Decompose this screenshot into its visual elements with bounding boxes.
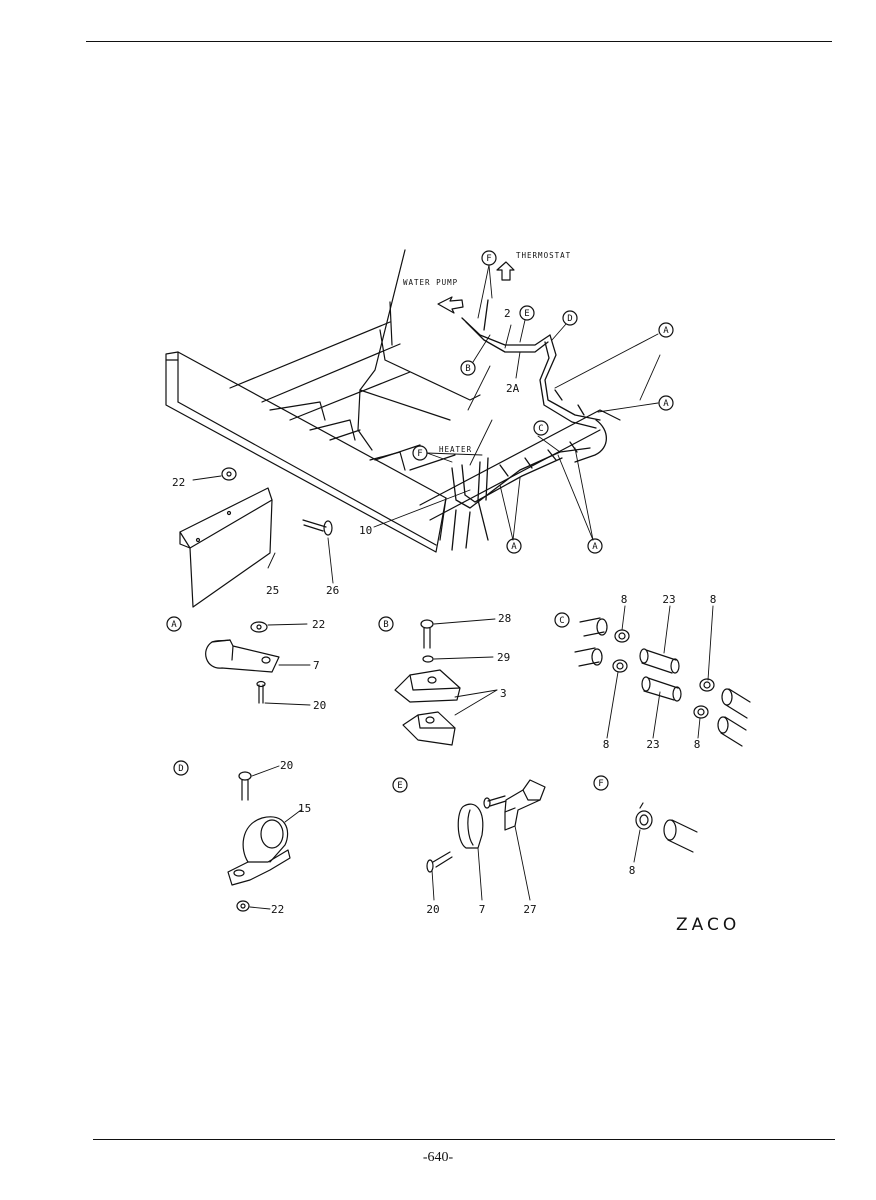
marker-a-detail: A xyxy=(171,620,177,630)
direction-arrows xyxy=(437,261,515,314)
marker-c-main: C xyxy=(538,424,543,434)
detail-a xyxy=(166,616,311,706)
marker-d-main: D xyxy=(567,314,572,324)
header-rule xyxy=(86,41,832,42)
marker-b-detail: B xyxy=(383,620,388,630)
marker-f-main-2: F xyxy=(417,449,422,459)
marker-b-main: B xyxy=(465,364,470,374)
marker-c-detail: C xyxy=(559,616,564,626)
callout-c-23-t: 23 xyxy=(662,593,675,606)
detail-e xyxy=(392,777,546,901)
marker-d-detail: D xyxy=(178,764,183,774)
callout-f-8: 8 xyxy=(629,864,636,877)
callout-e-27: 27 xyxy=(523,903,536,916)
detail-b xyxy=(378,616,498,746)
callout-d-22: 22 xyxy=(271,903,284,916)
callout-c-8-br: 8 xyxy=(694,738,701,751)
detail-d xyxy=(173,760,302,912)
marker-f-detail: F xyxy=(598,779,603,789)
callout-b-28: 28 xyxy=(498,612,511,625)
marker-e-detail: E xyxy=(397,781,402,791)
marker-a-main-2: A xyxy=(663,399,669,409)
detail-f xyxy=(593,775,698,863)
callout-e-7: 7 xyxy=(479,903,486,916)
mud-flap-assembly xyxy=(179,467,334,608)
heater-caption: HEATER xyxy=(439,445,472,454)
callout-22-top: 22 xyxy=(172,476,185,489)
callout-2: 2 xyxy=(504,307,511,320)
coolant-hoses xyxy=(451,299,608,551)
frame-and-body xyxy=(165,249,621,553)
callout-a-7: 7 xyxy=(313,659,320,672)
callout-c-8-tl: 8 xyxy=(621,593,628,606)
marker-a-main-4: A xyxy=(592,542,598,552)
callout-10: 10 xyxy=(359,524,372,537)
callout-25: 25 xyxy=(266,584,279,597)
marker-a-main-1: A xyxy=(663,326,669,336)
detail-c xyxy=(554,605,751,747)
callout-d-20: 20 xyxy=(280,759,293,772)
callout-c-8-tr: 8 xyxy=(710,593,717,606)
callout-c-23-b: 23 xyxy=(646,738,659,751)
callout-26: 26 xyxy=(326,584,339,597)
main-markers xyxy=(412,250,674,554)
marker-a-main-3: A xyxy=(511,542,517,552)
callout-b-3: 3 xyxy=(500,687,507,700)
callout-a-22: 22 xyxy=(312,618,325,631)
leader-lines xyxy=(373,264,661,541)
water-pump-caption: WATER PUMP xyxy=(403,278,458,287)
callout-d-15: 15 xyxy=(298,802,311,815)
marker-f-main: F xyxy=(486,254,491,264)
callout-b-29: 29 xyxy=(497,651,510,664)
diagram-code: ZACO xyxy=(676,915,740,935)
callout-e-20: 20 xyxy=(426,903,439,916)
callout-2a: 2A xyxy=(506,382,520,395)
page-number: -640- xyxy=(422,1150,454,1165)
marker-e-main: E xyxy=(524,309,529,319)
callout-a-20: 20 xyxy=(313,699,326,712)
thermostat-caption: THERMOSTAT xyxy=(516,251,571,260)
callout-c-8-bl: 8 xyxy=(603,738,610,751)
footer-rule xyxy=(93,1139,835,1140)
